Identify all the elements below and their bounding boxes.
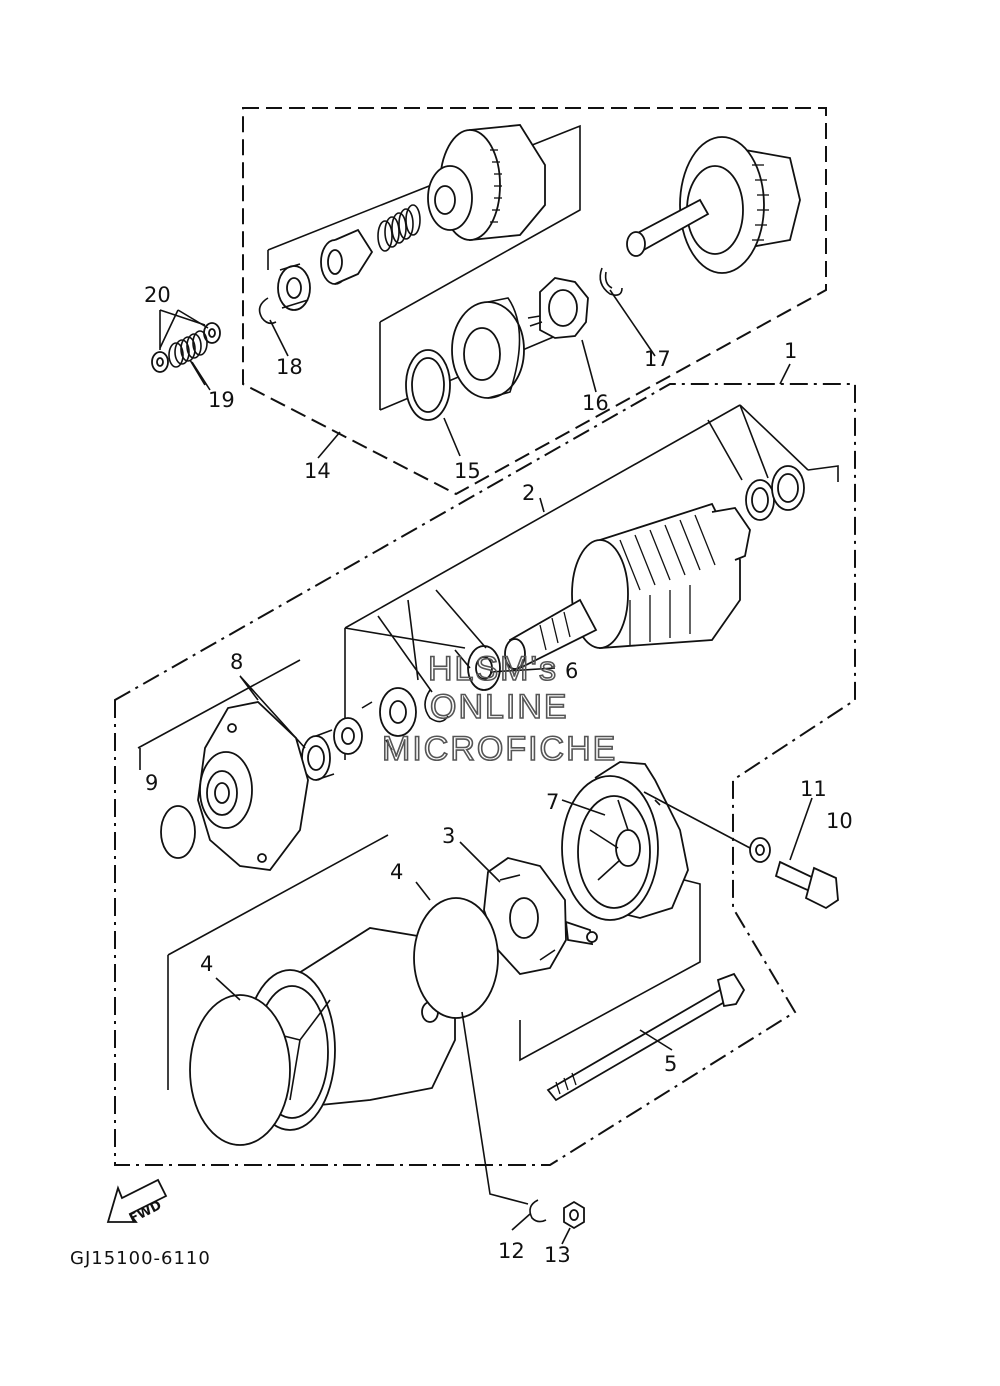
callout-10: 10 <box>826 809 853 833</box>
callout-13: 13 <box>544 1243 571 1267</box>
watermark-line-2: ONLINE <box>430 688 569 726</box>
group-14-outline <box>242 107 827 496</box>
part-12-clip <box>529 1199 547 1223</box>
part-20-19-spring-washers <box>151 309 221 386</box>
part-5-through-bolt <box>546 972 746 1102</box>
callout-16: 16 <box>582 391 609 415</box>
part-13-nut <box>563 1200 585 1230</box>
callout-15: 15 <box>454 459 481 483</box>
pinion-stopper <box>320 228 374 285</box>
callout-20: 20 <box>144 283 171 307</box>
diagram-code: GJ15100-6110 <box>70 1248 211 1269</box>
part-2-armature <box>504 502 751 670</box>
part-17-snap-ring <box>599 267 623 296</box>
part-9-o-ring <box>160 805 196 859</box>
callout-18: 18 <box>276 355 303 379</box>
leader-lines <box>139 289 813 1245</box>
callout-14: 14 <box>304 459 331 483</box>
watermark: HLSM's ONLINE MICROFICHE <box>381 649 617 769</box>
part-11-washer <box>749 837 771 863</box>
callout-8: 8 <box>230 650 243 674</box>
callout-5: 5 <box>664 1052 677 1076</box>
yoke-subframe <box>167 834 389 1090</box>
clutch-shaft-assembly <box>626 136 801 274</box>
armature-thrust-washers <box>745 465 805 521</box>
fwd-arrow-icon <box>106 1178 168 1223</box>
pinion-gear <box>427 124 546 241</box>
armature-subframe <box>344 404 839 760</box>
callout-labels: 1 2 3 4 4 5 6 7 8 9 10 11 12 13 14 15 16… <box>144 283 853 1267</box>
front-cover <box>197 701 309 871</box>
part-8-bearing <box>301 717 363 781</box>
group-14-subframe-upper <box>267 124 581 323</box>
callout-12: 12 <box>498 1239 525 1263</box>
watermark-line-1: HLSM's <box>428 650 558 688</box>
callout-6: 6 <box>565 659 578 683</box>
callout-19: 19 <box>208 388 235 412</box>
callout-3: 3 <box>442 824 455 848</box>
pinion-collar-left <box>277 263 311 311</box>
pinion-spring <box>377 204 421 252</box>
part-15-internal-gear <box>405 297 525 421</box>
part-16-lock-plate <box>527 277 589 339</box>
watermark-line-3: MICROFICHE <box>382 730 617 768</box>
callout-2: 2 <box>522 481 535 505</box>
callout-7: 7 <box>546 790 559 814</box>
part-4-gasket-front <box>189 994 291 1146</box>
front-cover-subframe <box>137 659 301 749</box>
part-7-rear-cover <box>561 761 689 921</box>
callout-4b: 4 <box>200 952 213 976</box>
part-4-gasket-rear <box>413 897 499 1019</box>
part-3-brush-holder <box>483 857 598 975</box>
callout-9: 9 <box>145 771 158 795</box>
part-18-circlip <box>258 297 277 325</box>
part-6-washer-set <box>361 645 501 751</box>
group-1-outline <box>114 383 856 1166</box>
callout-4a: 4 <box>390 860 403 884</box>
callout-1: 1 <box>784 339 797 363</box>
callout-17: 17 <box>644 347 671 371</box>
callout-11: 11 <box>800 777 827 801</box>
part-10-bolt <box>774 860 839 910</box>
